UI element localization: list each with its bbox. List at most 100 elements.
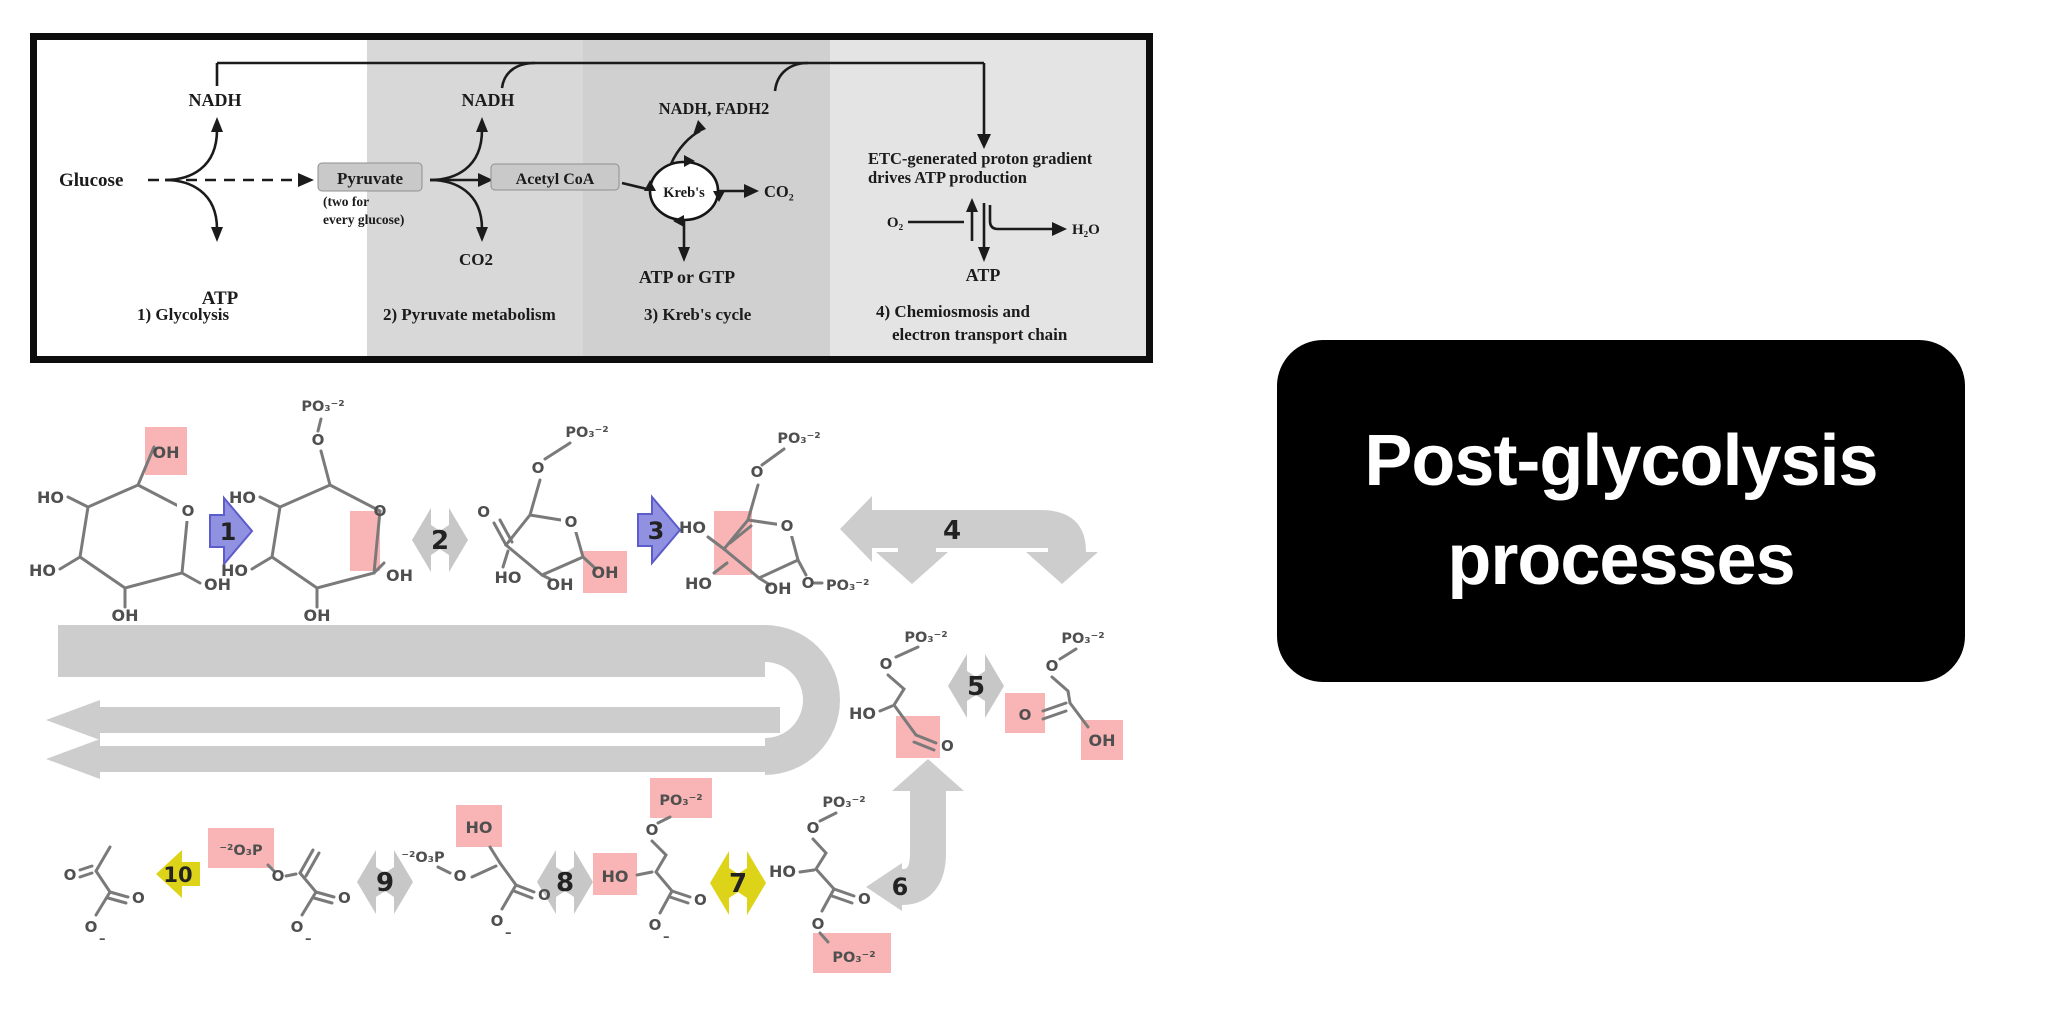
- molecule-glucose-6-phosphate: PO₃⁻² O HO HO O OH OH: [221, 399, 413, 625]
- pg3-ho: HO: [602, 867, 629, 886]
- pep-o: O: [272, 867, 285, 885]
- respiration-overview-diagram: Glucose NADH ATP Pyruvate (two for every…: [30, 33, 1153, 363]
- g6p-po3: PO₃⁻²: [301, 399, 344, 415]
- f6p-o-left: O: [477, 503, 490, 521]
- f6p-o-top: O: [532, 459, 545, 477]
- step-9-number: 9: [376, 868, 394, 898]
- f16bp-ho-2: HO: [685, 574, 712, 593]
- bpg13-po3-pink: PO₃⁻²: [832, 950, 875, 966]
- f6p-oh-pink: OH: [592, 563, 619, 582]
- g6p-ring-o: O: [374, 502, 387, 520]
- highlight-dhap-ketone: [1005, 693, 1045, 733]
- pg3-po3: PO₃⁻²: [659, 793, 702, 809]
- pg2-o: O: [454, 867, 467, 885]
- stage-band-pyruvate: [367, 37, 583, 359]
- acetyl-coa-chip: [490, 163, 620, 191]
- pg2-o-minus: O: [491, 912, 504, 930]
- h2o-label: H₂O: [1072, 222, 1100, 238]
- bpg13-po3-top: PO₃⁻²: [822, 795, 865, 811]
- pg3-o-carbonyl: O: [694, 891, 707, 909]
- stage-label-1: 1) Glycolysis: [137, 305, 229, 324]
- glucose-oh-bottom: OH: [112, 606, 139, 625]
- f16bp-ring-o: O: [781, 517, 794, 535]
- glycolysis-pathway-diagram: OH HO HO O OH OH 1 PO₃⁻² O HO HO O OH OH: [30, 399, 1123, 973]
- bpg13-o-ester: O: [812, 915, 825, 933]
- g3p-po3: PO₃⁻²: [904, 630, 947, 646]
- title-line-2: processes: [1447, 520, 1795, 600]
- f6p-oh-bottom: OH: [547, 575, 574, 594]
- nadh-to-etc-line: [215, 61, 991, 149]
- g3p-o-aldehyde: O: [941, 737, 954, 755]
- molecule-13-bisphosphoglycerate: PO₃⁻² O HO O O PO₃⁻²: [769, 795, 891, 973]
- nadh1-label: NADH: [189, 90, 242, 110]
- glucose-ring-o: O: [182, 502, 195, 520]
- co2-2-label: CO₂: [764, 182, 794, 201]
- pg3-o-top: O: [646, 821, 659, 839]
- glucose-fork-arrows: [148, 117, 314, 242]
- title-line-1: Post-glycolysis: [1364, 420, 1878, 501]
- pep-o-carbonyl: O: [338, 889, 351, 907]
- f16bp-o-top: O: [751, 463, 764, 481]
- molecule-glyceraldehyde-3-phosphate: PO₃⁻² O HO O: [849, 630, 954, 758]
- dhap-o-top: O: [1046, 657, 1059, 675]
- g6p-ho-2: HO: [221, 561, 248, 580]
- g6p-o-top: O: [312, 431, 325, 449]
- f16bp-po3-top: PO₃⁻²: [777, 431, 820, 447]
- stage-label-4a: 4) Chemiosmosis and: [876, 302, 1031, 321]
- step-6-number: 6: [892, 873, 909, 901]
- atp-or-gtp-label: ATP or GTP: [639, 267, 735, 287]
- molecule-phosphoenolpyruvate: ⁻²O₃P O O O –: [208, 828, 351, 947]
- stage-label-4b: electron transport chain: [892, 325, 1068, 344]
- pep-po3-left: ⁻²O₃P: [219, 843, 263, 859]
- krebs-label: Kreb's: [663, 185, 705, 201]
- pathway-uturn-arrow: [46, 625, 840, 779]
- f6p-ring-o: O: [565, 513, 578, 531]
- acetyl-coa-label: Acetyl CoA: [516, 171, 595, 188]
- pg2-minus: –: [505, 926, 512, 941]
- bpg13-ho: HO: [769, 862, 796, 881]
- g3p-ho: HO: [849, 704, 876, 723]
- etc-caption-line2: drives ATP production: [868, 168, 1027, 187]
- acetyl-to-krebs-line: [621, 181, 648, 191]
- atp2-label: ATP: [966, 265, 1001, 285]
- g6p-oh-bottom: OH: [304, 606, 331, 625]
- bpg13-o-carbonyl: O: [858, 890, 871, 908]
- pg2-ho: HO: [466, 818, 493, 837]
- nadh-fadh2-label: NADH, FADH2: [659, 99, 770, 118]
- molecule-pyruvate: O O O –: [64, 845, 145, 947]
- highlight-3pg-ho: [593, 853, 637, 895]
- pyr-o-carbonyl: O: [132, 889, 145, 907]
- step-7-number: 7: [729, 869, 747, 899]
- highlight-pep-po3: [208, 828, 274, 868]
- pyr-o-minus: O: [85, 918, 98, 936]
- pyruvate-fork-arrows: [429, 117, 493, 242]
- step-6-arrow: [866, 759, 964, 911]
- step-4-number: 4: [943, 516, 961, 546]
- title-card: Post-glycolysis processes: [1277, 340, 1965, 682]
- step-5-number: 5: [967, 672, 985, 702]
- g6p-ho-1: HO: [229, 488, 256, 507]
- step-10-number: 10: [163, 863, 192, 887]
- step-1-number: 1: [220, 518, 237, 546]
- pg3-minus: –: [663, 930, 670, 945]
- co2-1-label: CO2: [459, 250, 493, 269]
- glucose-oh-top: OH: [153, 443, 180, 462]
- oxygen-water-atp-arrows: [908, 198, 1067, 262]
- etc-caption-line1: ETC-generated proton gradient: [868, 149, 1093, 168]
- molecule-3-phosphoglycerate: PO₃⁻² O HO O O –: [593, 778, 712, 945]
- f6p-po3: PO₃⁻²: [565, 425, 608, 441]
- pyruvate-label: Pyruvate: [337, 169, 404, 188]
- nadh2-label: NADH: [462, 90, 515, 110]
- krebs-output-arrows: [669, 120, 759, 262]
- pyr-minus: –: [99, 932, 106, 947]
- f16bp-po3-chain: PO₃⁻²: [826, 578, 869, 594]
- molecule-glucose: OH HO HO O OH OH: [30, 427, 231, 625]
- bpg13-o-top: O: [807, 819, 820, 837]
- pg3-o-minus: O: [649, 916, 662, 934]
- highlight-2pg-ho: [456, 805, 502, 847]
- overview-border: [30, 33, 1153, 363]
- pep-o-minus: O: [291, 918, 304, 936]
- o2-label: O₂: [887, 215, 904, 231]
- glucose-label: Glucose: [59, 170, 123, 191]
- pyruvate-note-1: (two for: [323, 194, 369, 209]
